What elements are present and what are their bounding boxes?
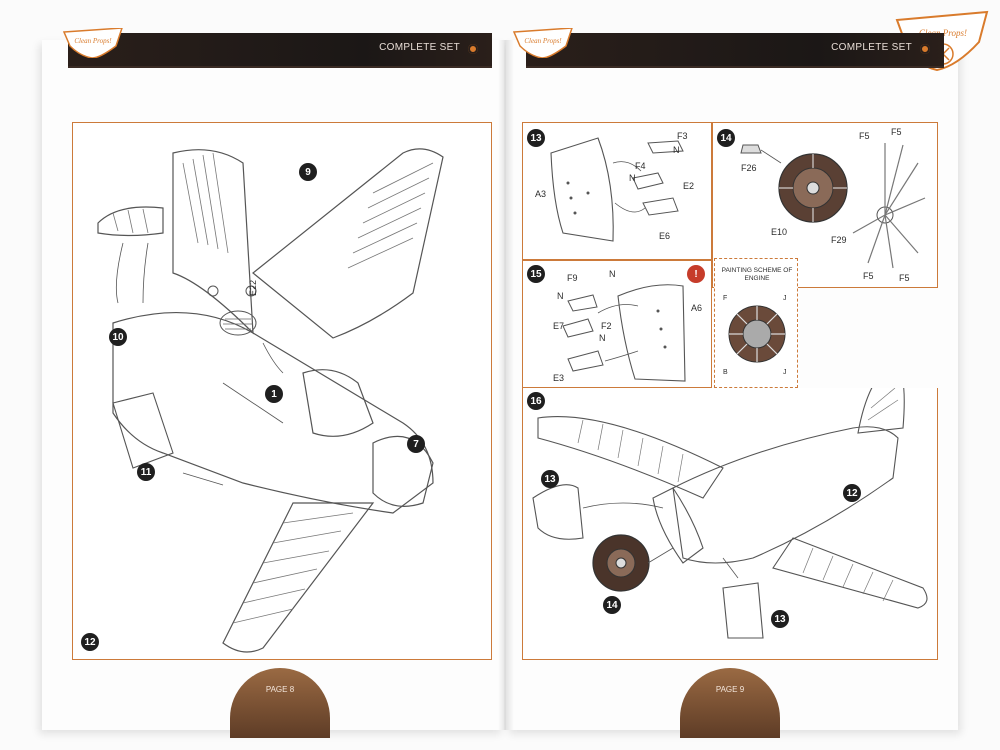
step-15-badge: 15 <box>527 265 545 283</box>
step-16-diagram <box>532 388 928 639</box>
part-e6: E6 <box>659 231 671 241</box>
right-page-number-tab: PAGE 9 <box>680 668 780 738</box>
callout-10: 10 <box>109 328 127 346</box>
part-f5-top-left: F5 <box>859 131 870 141</box>
part-e7: E7 <box>553 321 565 331</box>
callout-11: 11 <box>137 463 155 481</box>
left-header-dot <box>468 44 478 54</box>
step-16-badge: 16 <box>527 392 545 410</box>
step-13-badge: 13 <box>527 129 545 147</box>
right-header-logo-text: Clean Props! <box>524 37 562 45</box>
left-header-logo: Clean Props! <box>62 28 123 58</box>
step-13-diagram <box>550 137 684 242</box>
part-f26: F26 <box>741 163 757 173</box>
part-f9: F9 <box>567 273 578 283</box>
part-f5-bottom-left: F5 <box>863 271 874 281</box>
part-f5-top-right: F5 <box>891 127 902 137</box>
mark-n-1: N <box>673 145 680 155</box>
painting-scheme-engine <box>728 305 786 363</box>
left-header-bar: COMPLETE SET <box>68 33 492 68</box>
step-13-panel: 13 F3 F4 E2 E6 A3 N N <box>522 122 712 260</box>
mark-n-5: N <box>599 333 606 343</box>
mark-n-2: N <box>629 173 636 183</box>
step-15-diagram <box>562 284 686 382</box>
paint-mark-b: B <box>723 369 728 376</box>
step-14-badge: 14 <box>717 129 735 147</box>
step-12-diagram <box>97 148 444 653</box>
part-e3: E3 <box>553 373 565 383</box>
step-16-callout-12: 12 <box>843 484 861 502</box>
paint-mark-f: F <box>723 295 728 302</box>
part-e10: E10 <box>771 227 788 237</box>
step-16-callout-13-bottom: 13 <box>771 610 789 628</box>
step-12-panel: E22 9 10 11 1 7 12 <box>72 122 492 660</box>
part-f3: F3 <box>677 131 688 141</box>
part-f5-bottom-right: F5 <box>899 273 910 283</box>
left-header-title: COMPLETE SET <box>379 42 460 53</box>
part-a6: A6 <box>691 303 703 313</box>
paint-mark-j-bottom: J <box>783 369 787 376</box>
step-16-panel: 16 13 12 14 13 <box>522 388 938 660</box>
paint-mark-j-top: J <box>783 295 787 302</box>
warning-icon: ! <box>687 265 705 283</box>
callout-7: 7 <box>407 435 425 453</box>
right-header-title: COMPLETE SET <box>831 42 912 53</box>
right-header-bar: COMPLETE SET <box>526 33 944 68</box>
callout-1: 1 <box>265 385 283 403</box>
step-12-badge: 12 <box>81 633 99 651</box>
painting-scheme-title: PAINTING SCHEME OF ENGINE <box>721 267 793 282</box>
right-header-dot <box>920 44 930 54</box>
part-f29: F29 <box>831 235 847 245</box>
step-16-callout-14: 14 <box>603 596 621 614</box>
painting-scheme-box: PAINTING SCHEME OF ENGINE F J B J <box>714 258 798 388</box>
callout-9: 9 <box>299 163 317 181</box>
book-gutter <box>498 40 514 730</box>
left-header-logo-text: Clean Props! <box>74 37 112 45</box>
part-f2: F2 <box>601 321 612 331</box>
step-15-panel: 15 ! F9 E7 F2 E3 A6 N N N <box>522 260 712 388</box>
part-f4: F4 <box>635 161 646 171</box>
part-label-e22: E22 <box>248 279 259 297</box>
part-e2: E2 <box>683 181 695 191</box>
step-14-diagram <box>740 143 926 269</box>
mark-n-3: N <box>557 291 564 301</box>
right-header-logo: Clean Props! <box>512 28 573 58</box>
left-page-number: PAGE 8 <box>265 685 295 694</box>
right-page-number: PAGE 9 <box>715 685 745 694</box>
left-page-number-tab: PAGE 8 <box>230 668 330 738</box>
step-16-callout-13-top: 13 <box>541 470 559 488</box>
part-a3: A3 <box>535 189 547 199</box>
mark-n-4: N <box>609 269 616 279</box>
